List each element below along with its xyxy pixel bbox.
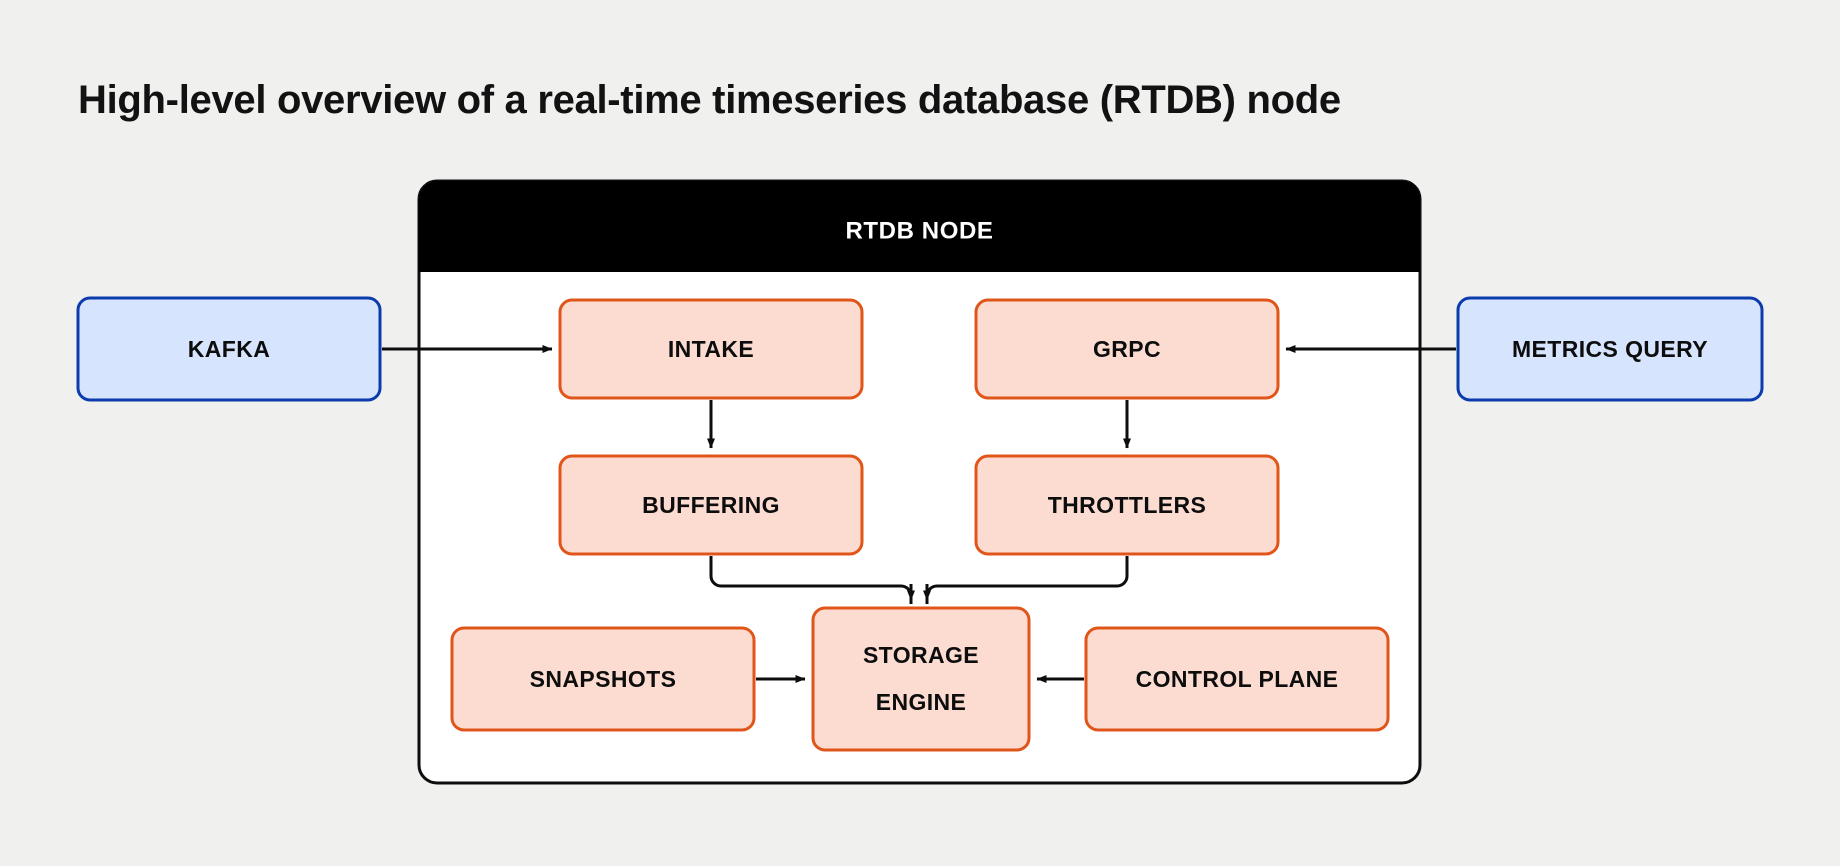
- node-kafka-box[interactable]: [76, 296, 382, 402]
- node-snapshots-box[interactable]: [450, 626, 756, 732]
- node-storage-engine-label-line2: ENGINE: [876, 689, 967, 715]
- node-grpc-box[interactable]: [974, 298, 1280, 400]
- node-throttlers[interactable]: THROTTLERS: [974, 454, 1280, 556]
- node-storage-engine-box[interactable]: [811, 606, 1031, 752]
- node-snapshots[interactable]: SNAPSHOTS: [450, 626, 756, 732]
- node-buffering[interactable]: BUFFERING: [558, 454, 864, 556]
- node-grpc-label: GRPC: [1093, 336, 1161, 362]
- node-throttlers-box[interactable]: [974, 454, 1280, 556]
- node-metrics-query[interactable]: METRICS QUERY: [1456, 296, 1764, 402]
- diagram-edges: [382, 345, 1456, 683]
- node-metrics-query-box[interactable]: [1456, 296, 1764, 402]
- rtdb-node-card-title: RTDB NODE: [845, 217, 993, 244]
- node-storage-engine[interactable]: STORAGE ENGINE: [811, 606, 1031, 752]
- node-buffering-label: BUFFERING: [642, 492, 780, 518]
- rtdb-node-card-header: [419, 181, 1420, 272]
- node-kafka[interactable]: KAFKA: [76, 296, 382, 402]
- node-snapshots-label: SNAPSHOTS: [530, 666, 677, 692]
- node-control-plane-box[interactable]: [1084, 626, 1390, 732]
- node-control-plane-label: CONTROL PLANE: [1136, 666, 1339, 692]
- node-grpc[interactable]: GRPC: [974, 298, 1280, 400]
- node-storage-engine-label-line1: STORAGE: [863, 642, 979, 668]
- node-intake-label: INTAKE: [668, 336, 754, 362]
- node-control-plane[interactable]: CONTROL PLANE: [1084, 626, 1390, 732]
- node-intake-box[interactable]: [558, 298, 864, 400]
- node-buffering-box[interactable]: [558, 454, 864, 556]
- page-title: High-level overview of a real-time times…: [78, 78, 1341, 122]
- node-metrics-query-label: METRICS QUERY: [1512, 336, 1708, 362]
- node-throttlers-label: THROTTLERS: [1048, 492, 1207, 518]
- node-intake[interactable]: INTAKE: [558, 298, 864, 400]
- node-kafka-label: KAFKA: [188, 336, 271, 362]
